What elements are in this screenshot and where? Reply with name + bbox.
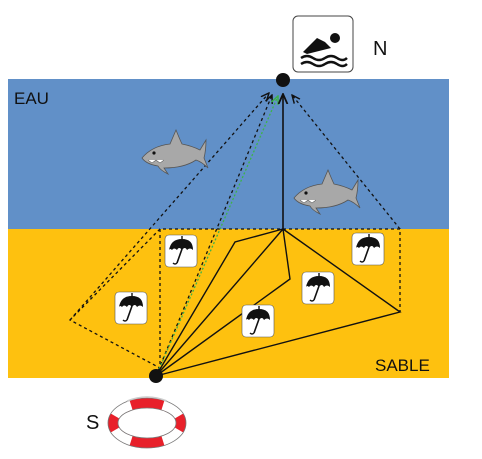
solid-path-3 xyxy=(155,228,402,377)
solid-path-1 xyxy=(155,228,284,377)
beach-umbrella-icon xyxy=(301,271,335,305)
lifebuoy-icon xyxy=(107,396,187,449)
point-n xyxy=(276,73,290,87)
water-area xyxy=(8,79,449,229)
green-arrow xyxy=(155,96,278,377)
beach-umbrella-icon xyxy=(351,232,385,266)
south-label: S xyxy=(86,412,100,434)
solid-path-4 xyxy=(155,228,284,377)
dotted-arrow-right xyxy=(292,95,401,230)
water-label: EAU xyxy=(14,89,49,108)
point-s xyxy=(149,369,163,383)
beach-umbrella-icon xyxy=(114,291,148,325)
dotted-search-zone xyxy=(68,228,401,370)
dotted-arrow-middle xyxy=(155,95,272,377)
sand-label: SABLE xyxy=(375,356,430,375)
solid-path-2 xyxy=(155,228,291,377)
swimmer-icon xyxy=(292,15,354,73)
dotted-arrow-left xyxy=(69,93,269,321)
north-label: N xyxy=(373,38,388,60)
beach-umbrella-icon xyxy=(164,234,198,268)
beach-umbrella-icon xyxy=(241,304,275,338)
